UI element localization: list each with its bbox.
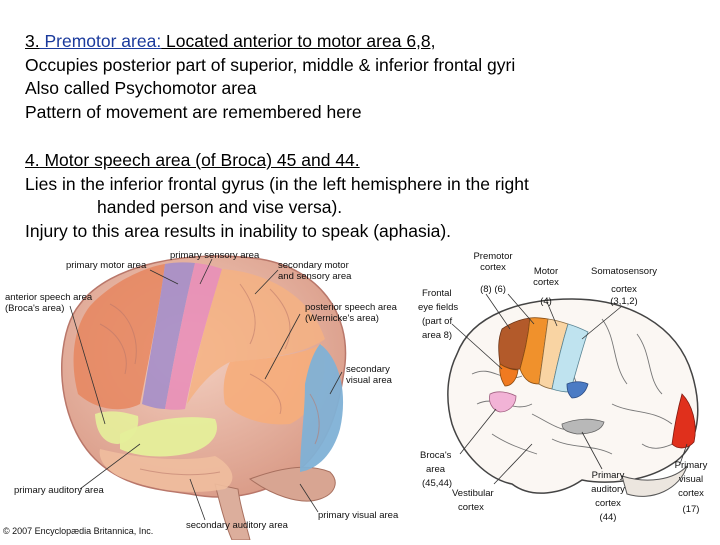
section-3-premotor: 3. Premotor area: Located anterior to mo… xyxy=(25,30,515,124)
label-primary-motor: primary motor area xyxy=(66,260,147,271)
section-4-number: 4. xyxy=(25,150,40,170)
label-secondary-visual-2: visual area xyxy=(346,375,392,386)
label-frontal-2: eye fields xyxy=(418,302,459,313)
label-somatosensory-2: cortex xyxy=(611,284,637,295)
section-3-line-4: Pattern of movement are remembered here xyxy=(25,101,362,122)
label-premotor-2: cortex xyxy=(480,262,506,273)
label-somatosensory-num: (3,1,2) xyxy=(610,296,638,307)
section-3-number: 3. xyxy=(25,31,40,51)
label-secondary-motor-2: and sensory area xyxy=(278,271,352,282)
label-premotor-1: Premotor xyxy=(473,251,513,262)
label-frontal-4: area 8) xyxy=(422,330,453,341)
cortex-areas-figure: Premotor cortex (8) (6) Motor cortex (4)… xyxy=(412,244,720,540)
label-primary-sensory: primary sensory area xyxy=(170,250,260,261)
label-frontal-3: (part of xyxy=(422,316,453,327)
section-4-line-2: Lies in the inferior frontal gyrus (in t… xyxy=(25,173,529,194)
label-vestibular-2: cortex xyxy=(458,502,484,513)
label-primary-auditory: primary auditory area xyxy=(14,485,104,496)
label-broca-2: area xyxy=(426,464,446,475)
label-primary-auditory-3: cortex xyxy=(595,498,621,509)
section-3-title: Premotor area: xyxy=(39,31,162,51)
label-secondary-auditory: secondary auditory area xyxy=(186,520,288,531)
label-primary-visual-num: (17) xyxy=(682,504,700,515)
label-anterior-speech-2: (Broca's area) xyxy=(5,303,65,314)
label-frontal-1: Frontal xyxy=(422,288,452,299)
section-3-line-2: Occupies posterior part of superior, mid… xyxy=(25,54,516,75)
label-primary-auditory-2: auditory xyxy=(591,484,625,495)
copyright-notice: © 2007 Encyclopædia Britannica, Inc. xyxy=(3,526,154,536)
section-3-line-3: Also called Psychomotor area xyxy=(25,78,257,98)
label-somatosensory-1: Somatosensory xyxy=(590,266,657,277)
label-primary-auditory-num: (44) xyxy=(599,512,617,523)
section-4-line-3: handed person and vise versa). xyxy=(97,197,343,217)
label-posterior-speech-1: posterior speech area xyxy=(305,302,397,313)
section-4-title: Motor speech area (of Broca) 45 and 44. xyxy=(39,150,360,170)
section-3-heading: 3. Premotor area: Located anterior to mo… xyxy=(25,30,515,54)
label-primary-visual-3: cortex xyxy=(678,488,704,499)
label-vestibular-1: Vestibular xyxy=(452,488,494,499)
section-4-line-4: Injury to this area results in inability… xyxy=(25,220,452,241)
label-secondary-visual-1: secondary xyxy=(346,364,390,375)
lateral-brain-illustration xyxy=(61,255,347,541)
label-motor-1: Motor xyxy=(533,266,559,277)
label-primary-auditory-1: Primary xyxy=(591,470,625,481)
section-3-title-rest: Located anterior to motor area 6,8, xyxy=(161,31,436,51)
label-primary-visual-1: Primary xyxy=(674,460,708,471)
label-broca-1: Broca's xyxy=(420,450,452,461)
label-secondary-motor-1: secondary motor xyxy=(278,260,349,271)
label-premotor-nums: (8) (6) xyxy=(480,284,506,295)
cortex-areas-illustration xyxy=(447,293,699,497)
section-4-motor-speech: 4. Motor speech area (of Broca) 45 and 4… xyxy=(25,149,529,243)
label-broca-num: (45,44) xyxy=(422,478,453,489)
section-4-heading: 4. Motor speech area (of Broca) 45 and 4… xyxy=(25,149,529,173)
label-posterior-speech-2: (Wernicke's area) xyxy=(305,313,379,324)
lateral-brain-figure: primary motor area primary sensory area … xyxy=(0,244,410,541)
label-primary-visual-2: visual xyxy=(678,474,704,485)
label-anterior-speech-1: anterior speech area xyxy=(5,292,93,303)
label-motor-2: cortex xyxy=(533,277,559,288)
label-motor-num: (4) xyxy=(540,296,552,307)
label-primary-visual: primary visual area xyxy=(318,510,399,521)
